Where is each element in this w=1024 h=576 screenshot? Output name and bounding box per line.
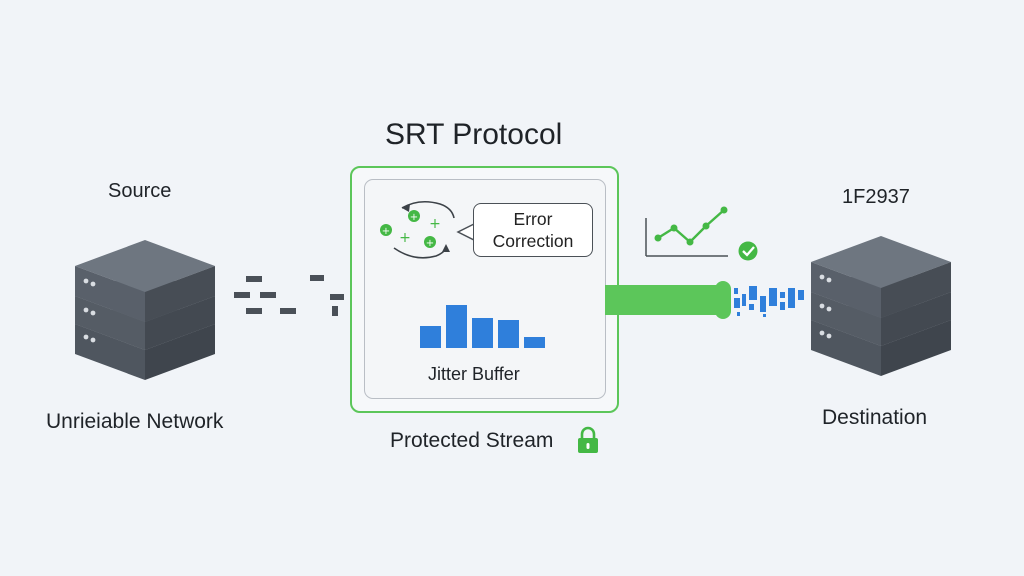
jitter-bar bbox=[446, 305, 467, 348]
jitter-bar bbox=[472, 318, 493, 348]
error-correction-callout: Error Correction bbox=[473, 203, 593, 257]
protected-stream-label: Protected Stream bbox=[390, 429, 554, 452]
protected-stream-pipe bbox=[605, 285, 727, 315]
network-label: Unrieiable Network bbox=[46, 410, 224, 433]
jitter-bar bbox=[498, 320, 519, 348]
svg-text:+: + bbox=[399, 230, 411, 246]
destination-id: 1F2937 bbox=[842, 186, 910, 208]
jitter-bar bbox=[524, 337, 545, 348]
source-label: Source bbox=[108, 180, 172, 202]
lost-packets bbox=[234, 275, 344, 316]
error-correction-line-1: Error bbox=[513, 209, 553, 229]
source-server-icon bbox=[75, 240, 215, 380]
jitter-buffer-label: Jitter Buffer bbox=[428, 364, 520, 384]
quality-chart-icon bbox=[645, 206, 758, 261]
pipe-end-cap bbox=[715, 281, 731, 319]
check-icon bbox=[738, 241, 758, 261]
speech-pointer bbox=[456, 222, 475, 242]
svg-text:+: + bbox=[426, 238, 434, 249]
destination-server-icon bbox=[811, 236, 951, 376]
error-correction-line-2: Correction bbox=[492, 231, 574, 251]
jitter-bar bbox=[420, 326, 441, 348]
svg-text:+: + bbox=[429, 216, 441, 232]
lock-icon bbox=[578, 426, 598, 453]
cycle-arrows-icon: + + + + + bbox=[380, 200, 455, 259]
svg-text:+: + bbox=[382, 226, 390, 237]
destination-label: Destination bbox=[822, 406, 928, 429]
svg-text:+: + bbox=[410, 212, 418, 223]
reassembled-packets bbox=[734, 286, 804, 317]
